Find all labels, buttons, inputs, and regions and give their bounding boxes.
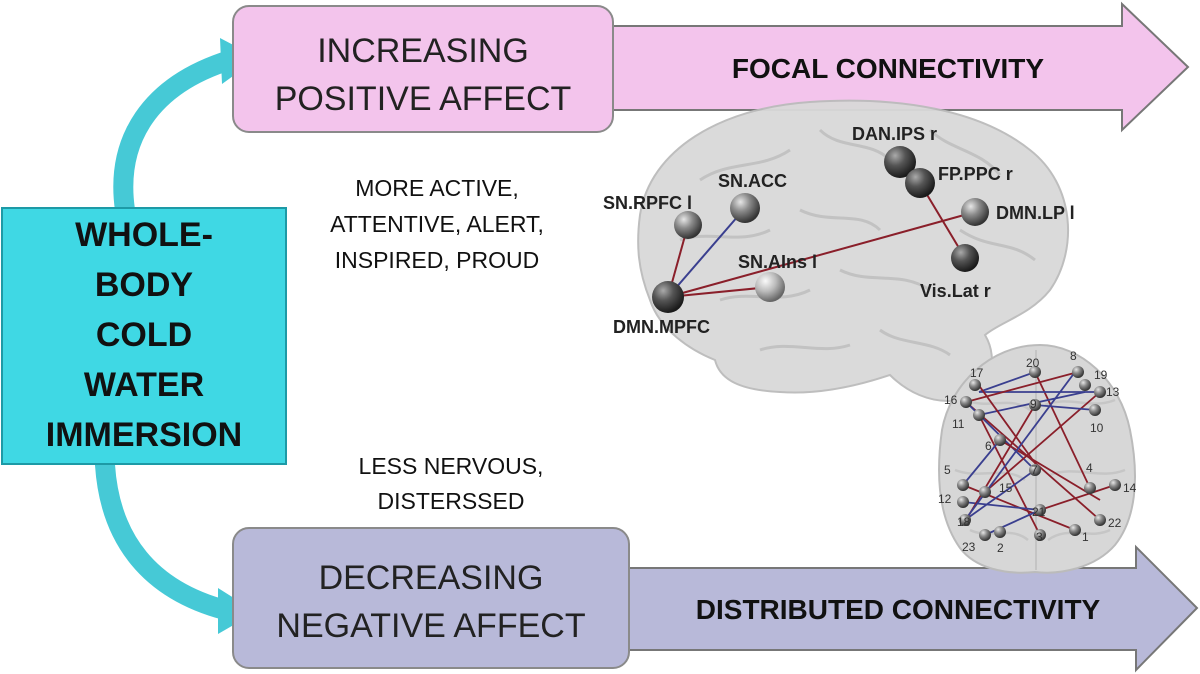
node-number-16: 16	[944, 393, 958, 407]
node-number-20: 20	[1026, 356, 1040, 370]
whole-body-line-3: COLD	[96, 316, 192, 354]
node-dmn-lp	[961, 198, 989, 226]
node-number-21: 21	[1032, 505, 1046, 519]
negative-trait-line-1: LESS NERVOUS,	[359, 453, 544, 479]
node-fp-ppc	[905, 168, 935, 198]
node-number-22: 22	[1108, 516, 1122, 530]
axial-network-nodes	[957, 366, 1121, 541]
whole-body-cold-water-box: WHOLE- BODY COLD WATER IMMERSION	[1, 207, 287, 465]
whole-body-line-4: WATER	[84, 366, 204, 404]
positive-trait-line-2: ATTENTIVE, ALERT,	[330, 211, 544, 237]
node-number-17: 17	[970, 366, 984, 380]
node-number-3: 3	[1036, 530, 1043, 544]
positive-affect-box: INCREASING POSITIVE AFFECT	[232, 5, 614, 133]
label-vis-lat: Vis.Lat r	[920, 281, 991, 301]
node-sn-acc	[730, 193, 760, 223]
node-number-12: 12	[938, 492, 952, 506]
distributed-connectivity-label: DISTRIBUTED CONNECTIVITY	[696, 594, 1101, 625]
node-number-1: 1	[1082, 530, 1089, 544]
node-number-23: 23	[962, 540, 976, 554]
distributed-connectivity-arrow	[584, 544, 1199, 673]
label-sn-ains: SN.AIns l	[738, 252, 817, 272]
node-number-5: 5	[944, 463, 951, 477]
node-sn-ains	[755, 272, 785, 302]
node-number-14: 14	[1123, 481, 1137, 495]
focal-connectivity-label: FOCAL CONNECTIVITY	[732, 53, 1044, 84]
node-number-11: 11	[952, 417, 965, 431]
node-sn-rpfc	[674, 211, 702, 239]
whole-body-line-5: IMMERSION	[46, 416, 242, 454]
node-vis-lat	[951, 244, 979, 272]
brain-axial-view	[938, 343, 1136, 574]
label-dan-ips: DAN.IPS r	[852, 124, 937, 144]
node-number-19: 19	[1094, 368, 1108, 382]
positive-affect-line-2: POSITIVE AFFECT	[275, 80, 572, 118]
label-sn-acc: SN.ACC	[718, 171, 787, 191]
label-dmn-lp: DMN.LP l	[996, 203, 1075, 223]
node-number-4: 4	[1086, 461, 1093, 475]
whole-body-line-1: WHOLE-	[75, 216, 213, 254]
node-number-15: 15	[999, 481, 1013, 495]
node-dan-ips	[884, 146, 916, 178]
positive-trait-line-3: INSPIRED, PROUD	[335, 247, 539, 273]
label-sn-rpfc: SN.RPFC l	[603, 193, 692, 213]
negative-affect-line-2: NEGATIVE AFFECT	[276, 607, 585, 645]
negative-affect-line-1: DECREASING	[319, 559, 544, 597]
node-number-10: 10	[1090, 421, 1104, 435]
label-dmn-mpfc: DMN.MPFC	[613, 317, 710, 337]
lateral-network-nodes	[652, 146, 989, 313]
node-number-8: 8	[1070, 349, 1077, 363]
negative-trait-line-2: DISTERSSED	[378, 488, 525, 514]
node-number-2: 2	[997, 541, 1004, 555]
node-number-6: 6	[985, 439, 992, 453]
positive-affect-line-1: INCREASING	[317, 32, 529, 70]
node-number-7: 7	[1031, 463, 1038, 477]
negative-traits-text: LESS NERVOUS, DISTERSSED	[359, 453, 544, 514]
focal-connectivity-arrow	[584, 1, 1190, 133]
node-number-9: 9	[1030, 397, 1037, 411]
positive-traits-text: MORE ACTIVE, ATTENTIVE, ALERT, INSPIRED,…	[330, 175, 544, 273]
node-dmn-mpfc	[652, 281, 684, 313]
node-number-18: 18	[957, 515, 971, 529]
lateral-node-labels: DAN.IPS r FP.PPC r DMN.LP l Vis.Lat r SN…	[603, 124, 1075, 337]
axial-network-numbers: 20 8 19 17 13 16 9 11 10 6 7 5 4 14 12 1…	[938, 349, 1137, 555]
label-fp-ppc: FP.PPC r	[938, 164, 1013, 184]
negative-affect-box: DECREASING NEGATIVE AFFECT	[232, 527, 630, 669]
whole-body-line-2: BODY	[95, 266, 194, 304]
node-number-13: 13	[1106, 385, 1120, 399]
positive-trait-line-1: MORE ACTIVE,	[355, 175, 519, 201]
